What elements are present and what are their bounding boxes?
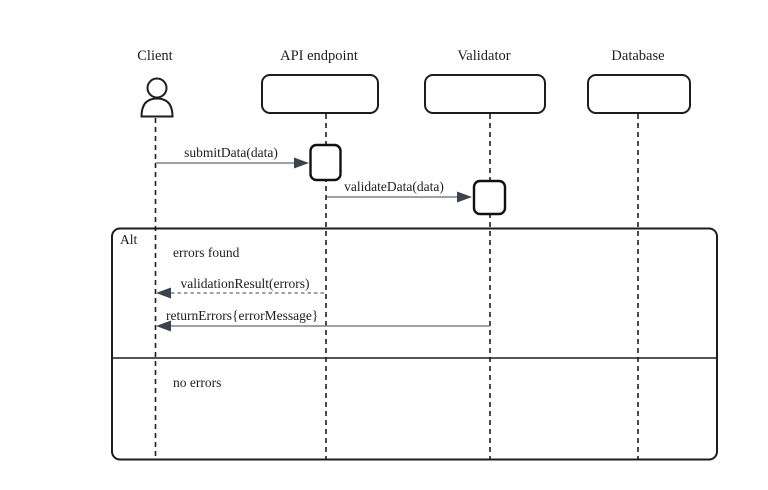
message-label-returnerrors: returnErrors{errorMessage} xyxy=(166,308,318,323)
message-label-validatedata: validateData(data) xyxy=(344,179,444,194)
participant-label-validator: Validator xyxy=(457,48,510,64)
alt-frame xyxy=(111,227,718,461)
participant-label-database: Database xyxy=(611,48,664,64)
participant-box-database xyxy=(587,74,691,114)
message-label-validationresult: validationResult(errors) xyxy=(181,276,310,291)
message-arrow-validationresult xyxy=(156,287,326,299)
alt-guard-no-errors: no errors xyxy=(173,375,221,390)
participant-box-api-endpoint xyxy=(261,74,379,114)
alt-guard-errors-found: errors found xyxy=(173,245,240,260)
message-arrow-returnerrors xyxy=(156,320,490,332)
message-arrow-validatedata xyxy=(327,191,472,203)
actor-icon xyxy=(140,77,174,118)
activation-api-endpoint xyxy=(309,143,342,182)
participant-label-client: Client xyxy=(137,48,172,64)
alt-operator-label: Alt xyxy=(120,232,138,247)
participant-box-validator xyxy=(424,74,546,114)
participant-label-api-endpoint: API endpoint xyxy=(280,48,358,64)
message-label-submitdata: submitData(data) xyxy=(184,145,278,160)
activation-validator xyxy=(472,179,507,216)
message-arrow-submitdata xyxy=(156,157,309,169)
